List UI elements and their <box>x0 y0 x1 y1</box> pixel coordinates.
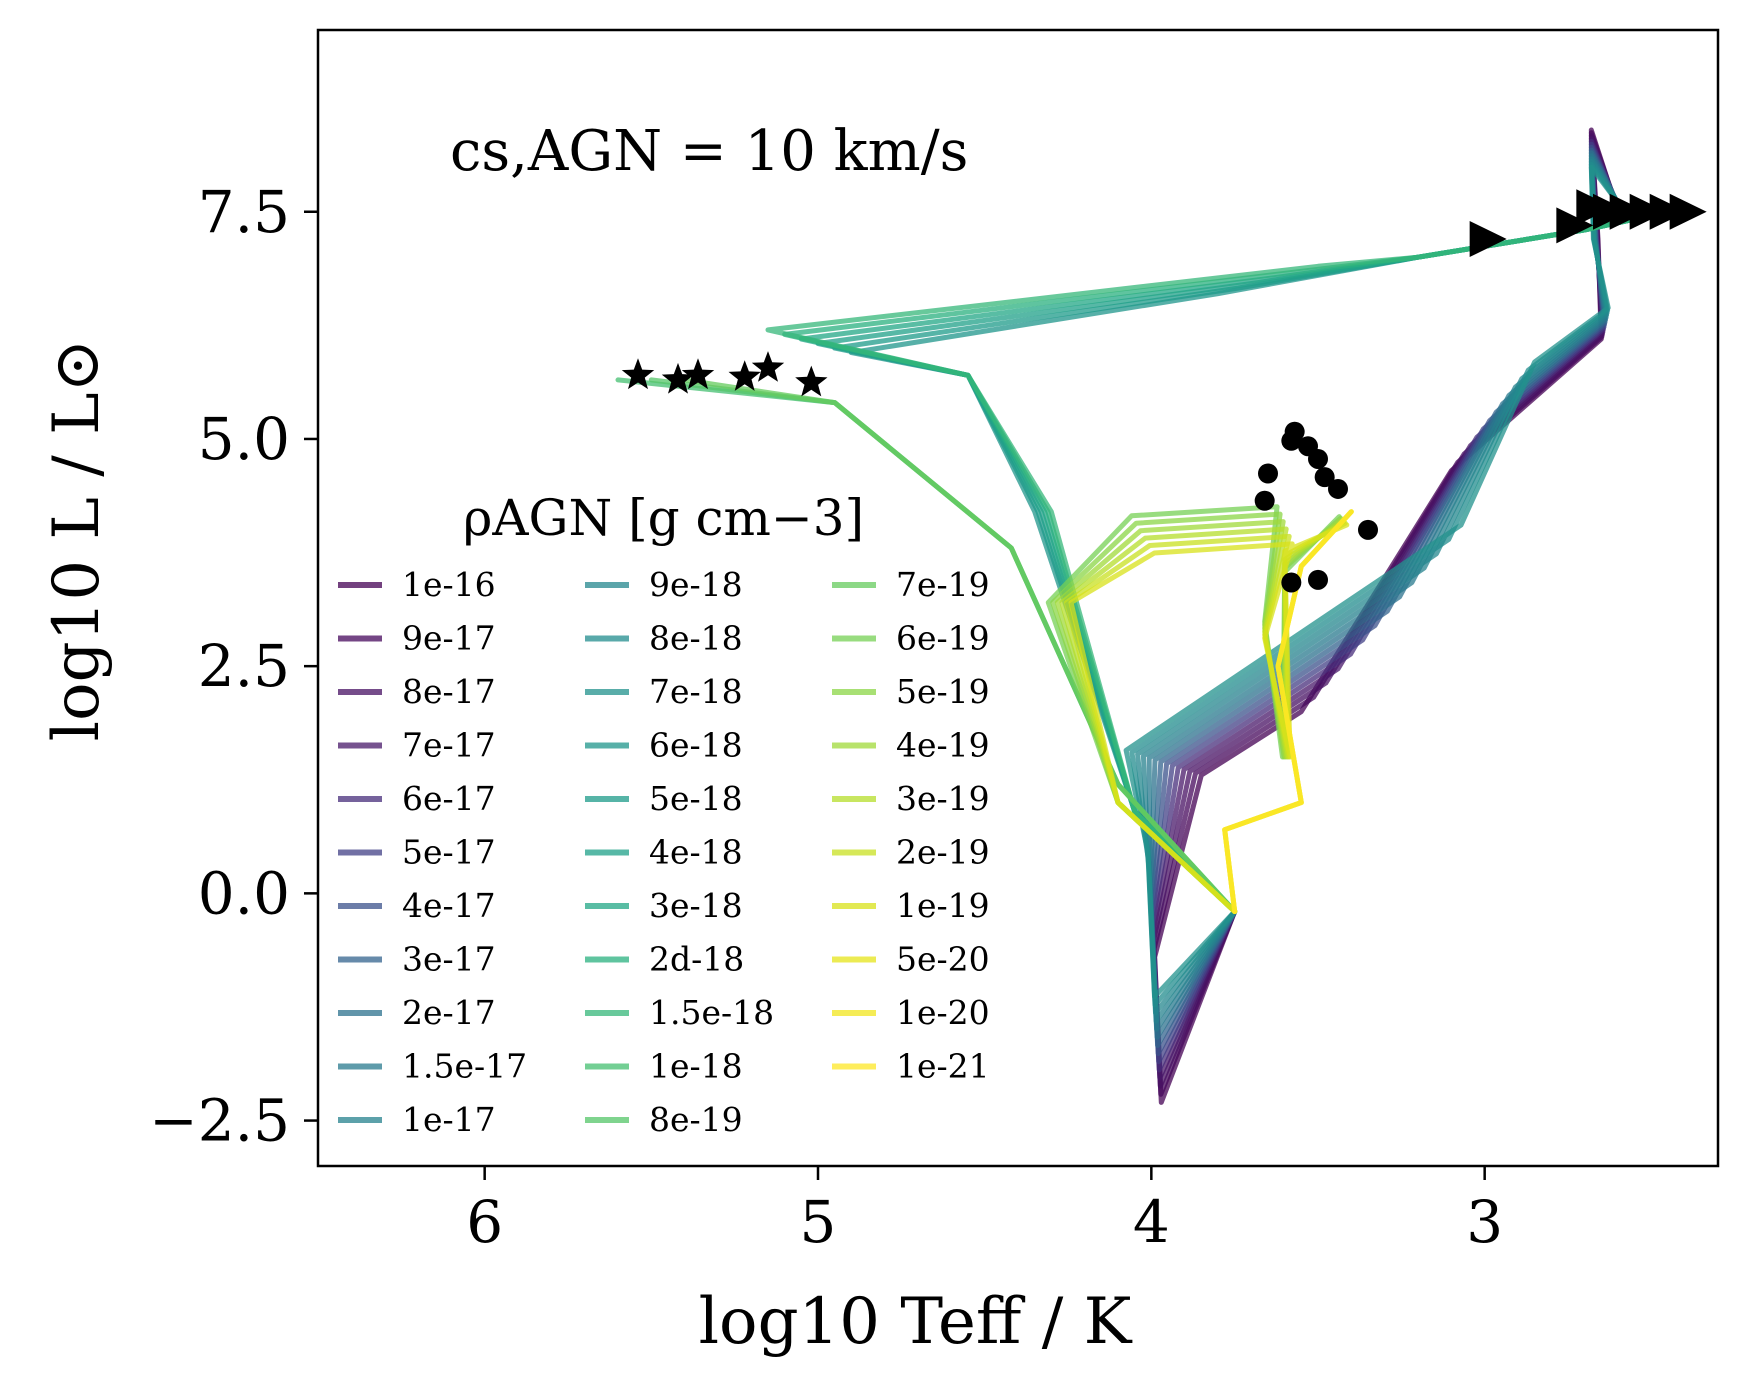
legend: 1e-16 9e-17 8e-17 7e-17 6e-17 5e-17 4e-17 3e-17… <box>338 565 990 1139</box>
circle-marker <box>1328 478 1348 499</box>
legend-entry-label: 1e-20 <box>896 993 990 1032</box>
x-axis-title: log10 Teff / K <box>699 1285 1133 1359</box>
circle-marker <box>1281 572 1302 593</box>
legend-entry-label: 4e-19 <box>896 726 990 765</box>
x-tick-label: 4 <box>1133 1188 1170 1256</box>
legend-entry-label: 8e-19 <box>649 1100 743 1139</box>
triangle-marker <box>1469 221 1507 258</box>
legend-entry-label: 9e-17 <box>402 619 496 658</box>
star-marker <box>681 358 715 390</box>
y-tick-label: 0.0 <box>198 859 290 927</box>
legend-entry-label: 3e-17 <box>402 940 496 979</box>
circle-marker <box>1314 467 1335 488</box>
legend-entry-label: 6e-17 <box>402 779 496 818</box>
legend-entry-label: 5e-17 <box>402 833 496 872</box>
legend-entry-label: 5e-19 <box>896 672 990 711</box>
legend-entry-label: 1e-21 <box>896 1047 990 1086</box>
legend-entry-label: 4e-17 <box>402 886 496 925</box>
x-tick-label: 5 <box>800 1188 837 1256</box>
legend-entry-label: 1e-17 <box>402 1100 496 1139</box>
y-axis: −2.5 0.0 2.5 5.0 7.5 <box>149 178 318 1155</box>
circle-marker <box>1254 490 1275 511</box>
legend-entry-label: 1e-18 <box>649 1047 743 1086</box>
star-marker <box>751 351 785 382</box>
legend-entry-label: 3e-19 <box>896 779 990 818</box>
legend-entry-label: 6e-19 <box>896 619 990 658</box>
legend-entry-label: 3e-18 <box>649 886 743 925</box>
legend-entry-label: 9e-18 <box>649 565 743 604</box>
x-tick-label: 6 <box>466 1188 503 1256</box>
legend-entry-label: 2d-18 <box>649 940 744 979</box>
legend-entry-label: 5e-18 <box>649 779 743 818</box>
triangle-marker <box>1629 193 1667 230</box>
legend-entry-label: 7e-18 <box>649 672 743 711</box>
triangle-marker <box>1649 193 1687 230</box>
y-tick-label: 2.5 <box>198 632 290 700</box>
track-1e-21 <box>1222 509 1354 914</box>
legend-title: ρAGN [g cm−3] <box>463 489 864 547</box>
triangle-marker <box>1669 193 1707 230</box>
y-axis-title: log10 L / L⊙ <box>40 339 114 742</box>
legend-entry-label: 7e-19 <box>896 565 990 604</box>
legend-entry-label: 4e-18 <box>649 833 743 872</box>
legend-entry-label: 2e-19 <box>896 833 990 872</box>
circle-marker <box>1358 519 1378 540</box>
sound-speed-annotation: cs,AGN = 10 km/s <box>450 119 968 184</box>
y-tick-label: 7.5 <box>198 178 290 246</box>
endpoint-markers <box>621 189 1707 593</box>
legend-entry-label: 2e-17 <box>402 993 496 1032</box>
legend-entry-label: 8e-17 <box>402 672 496 711</box>
legend-entry-label: 5e-20 <box>896 940 990 979</box>
legend-entry-label: 1e-19 <box>896 886 990 925</box>
legend-entry-label: 1e-16 <box>402 565 496 604</box>
star-marker <box>728 360 761 391</box>
y-tick-label: −2.5 <box>149 1087 290 1155</box>
legend-entry-label: 1.5e-18 <box>649 993 774 1032</box>
x-axis: 6 5 4 3 <box>466 1166 1503 1256</box>
circle-marker <box>1308 448 1328 469</box>
star-marker <box>621 358 655 390</box>
plot-frame <box>316 28 1720 1168</box>
circle-marker <box>1258 463 1278 484</box>
triangle-marker <box>1609 193 1647 230</box>
star-marker <box>661 362 695 394</box>
legend-entry-label: 1.5e-17 <box>402 1047 527 1086</box>
x-tick-label: 3 <box>1466 1188 1503 1256</box>
track-1.5e-18 <box>765 209 1671 914</box>
y-tick-label: 5.0 <box>198 405 290 473</box>
track-7e-19 <box>682 377 1238 914</box>
legend-entry-label: 7e-17 <box>402 726 496 765</box>
circle-marker <box>1281 430 1302 451</box>
triangle-marker <box>1556 207 1594 244</box>
star-marker <box>795 365 828 397</box>
circle-marker <box>1308 569 1328 590</box>
legend-entry-label: 6e-18 <box>649 726 743 765</box>
legend-entry-label: 8e-18 <box>649 619 743 658</box>
